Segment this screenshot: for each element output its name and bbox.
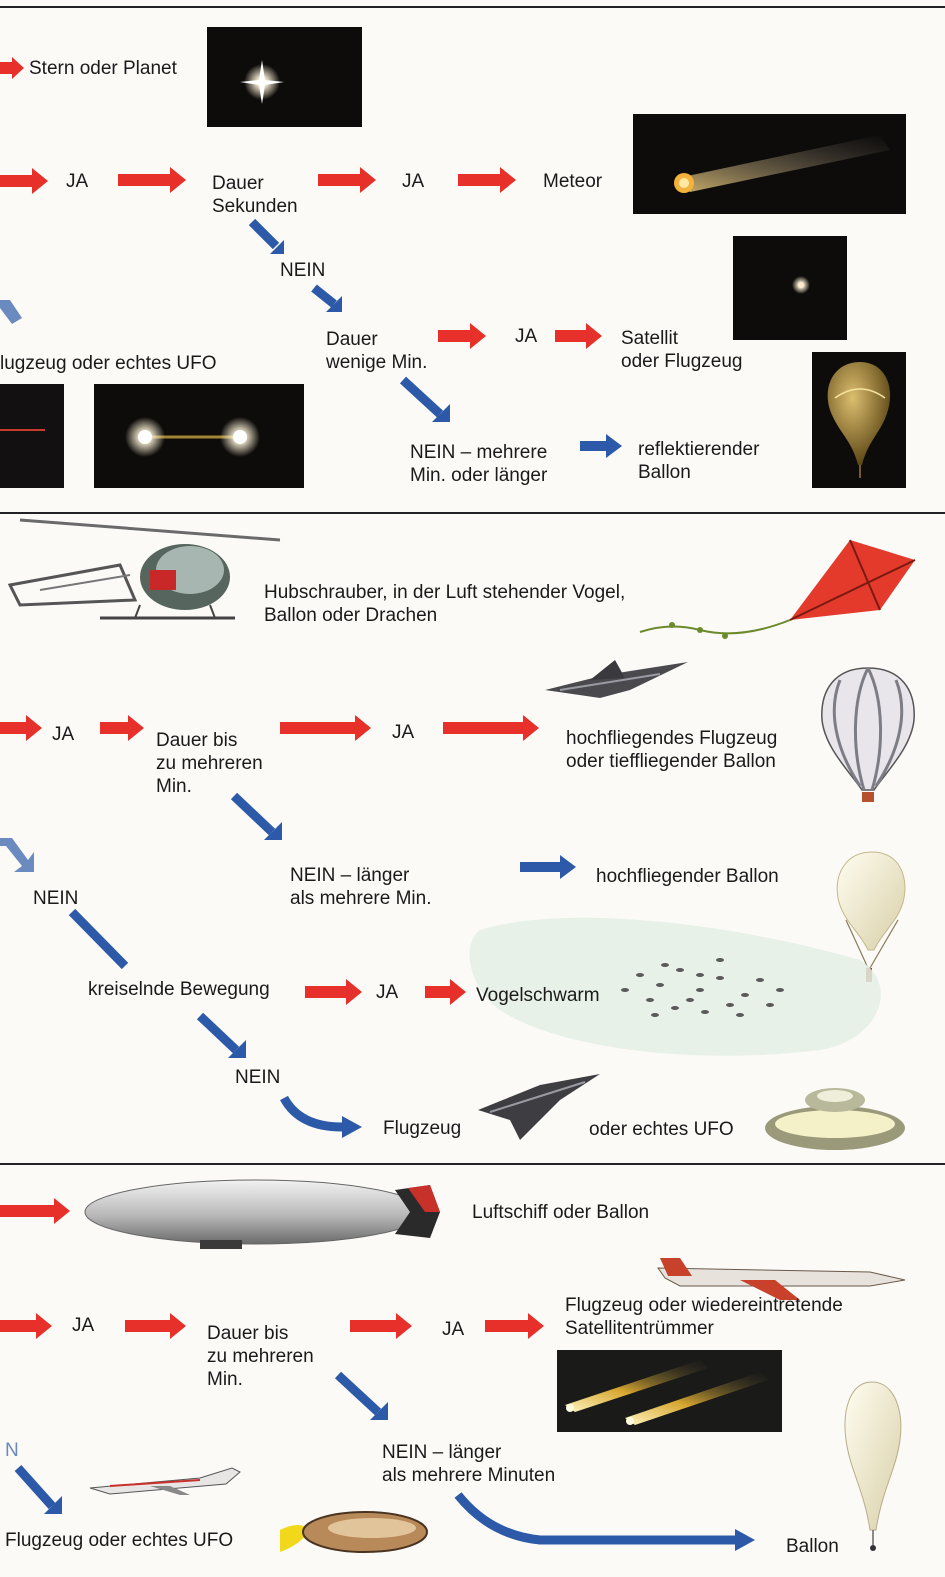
s2-arrow-blue-1 (234, 796, 282, 840)
label-meteor: Meteor (543, 170, 602, 193)
airship-illustration (85, 1180, 440, 1249)
label-ja: JA (392, 721, 414, 744)
s1-arrow-blue-1 (252, 222, 284, 254)
jet-illustration (545, 660, 688, 698)
s3-arrow-blue-3 (458, 1495, 755, 1551)
label-high-balloon: hochfliegender Ballon (596, 865, 779, 888)
left-edge-photo (0, 384, 64, 488)
label-nein: NEIN (280, 259, 325, 282)
label-airship: Luftschiff oder Ballon (472, 1201, 649, 1224)
label-nein-longer-minutes: NEIN – länger als mehrere Minuten (382, 1441, 555, 1487)
label-nein-several-min: NEIN – mehrere Min. oder länger (410, 441, 547, 487)
label-plane: Flugzeug (383, 1117, 461, 1140)
label-ja: JA (66, 170, 88, 193)
s1-arrow-red-1 (0, 168, 48, 194)
s1-arrow-red-2 (118, 167, 186, 193)
meteor-photo (633, 114, 906, 214)
s2-arrow-red-5 (305, 979, 362, 1005)
debris-streaks-photo (557, 1350, 782, 1432)
label-ja: JA (72, 1314, 94, 1337)
label-plane-or-debris: Flugzeug oder wiedereintretende Satellit… (565, 1294, 843, 1340)
s1-arrow-star (0, 57, 24, 79)
hot-air-balloon-illustration (822, 668, 914, 802)
label-helicopter: Hubschrauber, in der Luft stehender Voge… (264, 581, 625, 627)
label-balloon: Ballon (786, 1535, 839, 1558)
label-nein: NEIN (235, 1066, 280, 1089)
s2-arrow-red-2 (100, 715, 144, 741)
label-satellite: Satellit oder Flugzeug (621, 327, 742, 373)
s2-arrow-blue-2 (520, 855, 576, 879)
s3-arrow-red-3 (125, 1313, 186, 1339)
s1-arrow-blue-3 (403, 380, 450, 422)
satellite-photo (733, 236, 847, 340)
s2-arrow-blue-5 (284, 1098, 362, 1138)
delta-jet-illustration (478, 1074, 600, 1140)
s1-arrow-blue-left (0, 300, 22, 324)
helicopter-illustration (10, 520, 280, 618)
label-real-ufo: oder echtes UFO (589, 1118, 734, 1141)
label-ja: JA (515, 325, 537, 348)
ufo-lights-photo (94, 384, 304, 488)
s3-arrow-blue-1 (338, 1375, 388, 1420)
research-balloon-illustration (845, 1382, 901, 1551)
s2-arrow-blue-4 (200, 1016, 246, 1058)
saucer-ufo-illustration (765, 1088, 905, 1150)
s2-arrow-red-4 (443, 715, 539, 741)
label-n-cut: N (5, 1439, 19, 1462)
label-nein-longer: NEIN – länger als mehrere Min. (290, 864, 432, 910)
s3-arrow-red-1 (0, 1198, 70, 1224)
label-duration-up-to-min: Dauer bis zu mehreren Min. (207, 1322, 314, 1391)
s1-arrow-blue-4 (580, 434, 622, 458)
s3-arrow-red-5 (485, 1313, 544, 1339)
s1-arrow-red-4 (458, 167, 516, 193)
s2-arrow-blue-3 (72, 912, 125, 966)
s2-arrow-red-3 (280, 715, 371, 741)
s2-arrow-red-1 (0, 715, 42, 741)
label-ja: JA (402, 170, 424, 193)
label-ja: JA (52, 723, 74, 746)
label-ja: JA (442, 1318, 464, 1341)
label-reflecting-balloon: reflektierender Ballon (638, 438, 759, 484)
s1-arrow-red-3 (318, 167, 376, 193)
gold-balloon-photo (812, 352, 906, 488)
label-plane-or-ufo: lugzeug oder echtes UFO (0, 352, 217, 375)
cigar-ufo-illustration (280, 1512, 427, 1552)
label-plane-or-ufo: Flugzeug oder echtes UFO (5, 1529, 233, 1552)
star-photo (207, 27, 362, 127)
s2-arrow-blue-left (0, 838, 34, 872)
s1-arrow-red-6 (555, 323, 602, 349)
s1-arrow-blue-2 (314, 288, 342, 312)
label-circling-motion: kreiselnde Bewegung (88, 978, 270, 1001)
s3-arrow-red-4 (350, 1313, 412, 1339)
label-duration-few-min: Dauer wenige Min. (326, 328, 427, 374)
s2-arrow-red-6 (425, 979, 466, 1005)
label-nein: NEIN (33, 887, 78, 910)
label-high-plane: hochfliegendes Flugzeug oder tieffliegen… (566, 727, 777, 773)
s3-arrow-blue-2 (18, 1468, 62, 1514)
label-duration-up-to-min: Dauer bis zu mehreren Min. (156, 729, 263, 798)
label-star-or-planet: Stern oder Planet (29, 57, 177, 80)
business-jet-illustration (90, 1468, 240, 1495)
kite-illustration (640, 540, 915, 639)
label-duration-seconds: Dauer Sekunden (212, 172, 298, 218)
s3-arrow-red-2 (0, 1313, 52, 1339)
s1-arrow-red-5 (438, 323, 486, 349)
label-ja: JA (376, 981, 398, 1004)
label-bird-flock: Vogelschwarm (476, 984, 600, 1007)
